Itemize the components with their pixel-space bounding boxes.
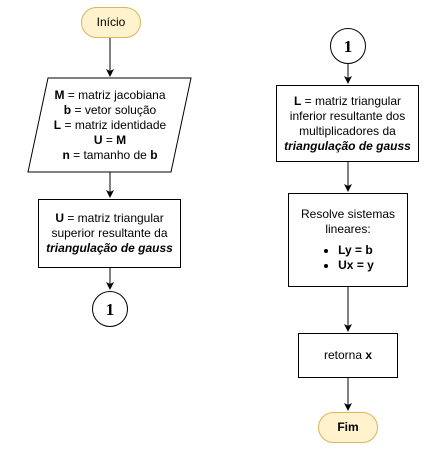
off-page-connector-left: 1 [92,291,128,327]
lower-line-4: triangulação de gauss [284,138,411,153]
lower-triangular-box: L = matriz triangular inferior resultant… [276,85,419,162]
input-line-n: n = tamanho de b [62,148,158,162]
upper-line-1: U = matriz triangular [55,211,164,225]
start-label: Início [96,15,126,29]
input-line-m: M = matriz jacobiana [54,88,166,102]
return-box: retorna x [298,333,398,378]
return-label: retorna x [323,348,373,362]
input-line-u: U = M [93,133,127,147]
input-line-b: b = vetor solução [63,103,157,117]
end-label: Fim [337,420,359,434]
input-parallelogram-text: M = matriz jacobiana b = vetor solução L… [40,88,180,163]
upper-line-2: superior resultante da [51,226,168,240]
equation-item: Ly = b [338,243,374,258]
equation-item: Ux = y [338,258,374,273]
solve-equations-list: Ly = b Ux = y [322,243,374,273]
start-terminal: Início [81,7,141,38]
end-terminal: Fim [318,412,378,443]
connector-right-label: 1 [343,36,353,56]
lower-line-3: multiplicadores da [299,123,396,138]
off-page-connector-right: 1 [330,28,366,64]
input-line-l: L = matriz identidade [53,118,167,132]
connector-left-label: 1 [105,299,115,319]
upper-triangular-box: U = matriz triangular superior resultant… [38,199,181,268]
upper-line-3: triangulação de gauss [46,241,173,255]
solve-line-1: Resolve sistemas [300,207,396,221]
solve-systems-box: Resolve sistemas lineares: Ly = b Ux = y [288,193,408,287]
input-parallelogram [27,77,192,173]
lower-line-1: L = matriz triangular [293,93,402,108]
lower-line-2: inferior resultante dos [289,108,406,123]
solve-line-2: lineares: [325,222,371,236]
